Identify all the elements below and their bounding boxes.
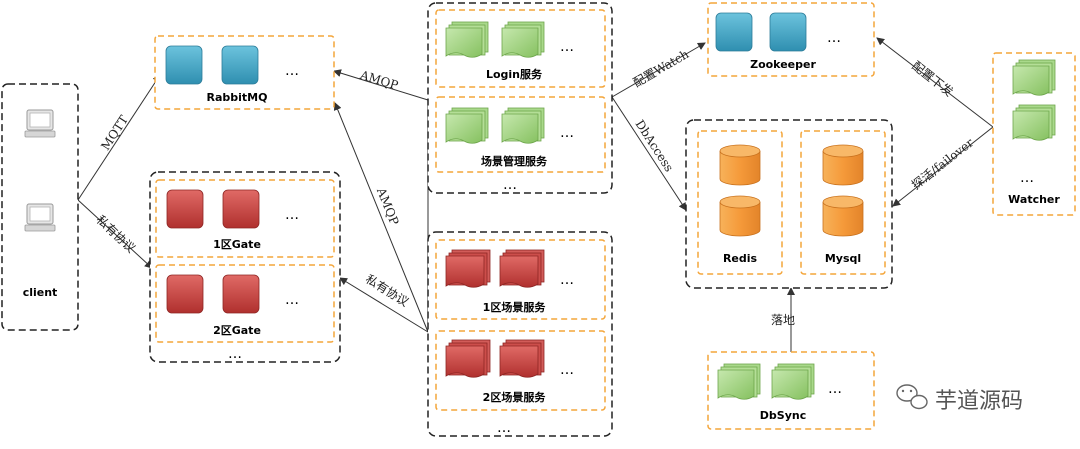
computer-icon: [24, 109, 56, 138]
service-icon: [445, 21, 489, 58]
storage-group: Redis Mysql: [685, 119, 893, 289]
redis-db-icon: [719, 195, 761, 237]
service-icon: [445, 107, 489, 144]
mysql-label: Mysql: [825, 252, 861, 265]
label-dbaccess: DbAccess: [632, 117, 676, 174]
ellipsis: …: [1020, 170, 1036, 186]
label-config-push: 配置下发: [909, 58, 956, 99]
scene-group: … 1区场景服务 … 2区场景服务 …: [427, 231, 613, 437]
login-group: … Login服务 … 场景管理服务 …: [427, 2, 613, 194]
edge-config-push: [876, 37, 994, 128]
label-amqp-diag: AMQP: [374, 185, 402, 227]
gate1-label: 1区Gate: [213, 238, 261, 251]
computer-icon: [24, 203, 56, 232]
queue-icon: [165, 45, 203, 85]
ellipsis: …: [560, 125, 576, 141]
ellipsis: …: [828, 381, 844, 397]
service-icon: [501, 21, 545, 58]
rabbitmq-label: RabbitMQ: [207, 91, 268, 104]
zookeeper-node: … Zookeeper: [707, 2, 875, 77]
scene-service-icon: [499, 249, 545, 288]
watermark-text: 芋道源码: [935, 389, 1023, 414]
gate-group: … 1区Gate … 2区Gate …: [149, 171, 341, 363]
scene-service-icon: [499, 339, 545, 378]
scene-mgr-label: 场景管理服务: [481, 154, 548, 168]
scene2-label: 2区场景服务: [483, 390, 547, 404]
edge-private-scene: [339, 277, 429, 333]
ellipsis: …: [497, 420, 513, 436]
redis-label: Redis: [723, 252, 758, 265]
scene-service-icon: [445, 339, 491, 378]
scene1-label: 1区场景服务: [483, 300, 547, 314]
watcher-label: Watcher: [1008, 193, 1060, 206]
label-config-watch: 配置Watch: [631, 47, 692, 90]
mysql-db-icon: [822, 195, 864, 237]
zk-node-icon: [769, 12, 807, 52]
ellipsis: …: [285, 207, 301, 223]
zookeeper-label: Zookeeper: [750, 58, 816, 71]
ellipsis: …: [228, 346, 244, 362]
ellipsis: …: [827, 30, 843, 46]
queue-icon: [221, 45, 259, 85]
edge-private-client: [77, 199, 153, 269]
service-icon: [501, 107, 545, 144]
gate2-label: 2区Gate: [213, 324, 261, 337]
scene-service-icon: [445, 249, 491, 288]
mysql-db-icon: [822, 144, 864, 186]
gate-icon: [166, 274, 204, 314]
dbsync-icon: [717, 363, 761, 400]
edge-amqp-top: [333, 69, 429, 101]
ellipsis: …: [560, 272, 576, 288]
watcher-icon: [1012, 59, 1056, 96]
gate-icon: [166, 189, 204, 229]
client-node: client: [1, 83, 79, 331]
ellipsis: …: [285, 63, 301, 79]
edge-dbaccess: [611, 96, 687, 211]
label-persist: 落地: [771, 313, 795, 327]
redis-db-icon: [719, 144, 761, 186]
edge-probe-failover: [892, 126, 994, 207]
login-label: Login服务: [486, 67, 543, 81]
ellipsis: …: [285, 292, 301, 308]
rabbitmq-node: … RabbitMQ: [154, 35, 335, 110]
label-amqp-top: AMQP: [358, 68, 400, 93]
edge-amqp-diag: [333, 102, 429, 333]
wechat-icon: [896, 384, 928, 410]
ellipsis: …: [503, 177, 519, 193]
zk-node-icon: [715, 12, 753, 52]
label-mqtt: MQTT: [98, 113, 131, 153]
watcher-node: … Watcher: [992, 52, 1076, 216]
dbsync-node: … DbSync: [707, 351, 875, 430]
client-label: client: [23, 286, 58, 299]
edge-config-watch: [611, 42, 706, 98]
ellipsis: …: [560, 39, 576, 55]
dbsync-icon: [771, 363, 815, 400]
label-private-scene: 私有协议: [363, 271, 412, 309]
label-probe-failover: 探活/failover: [909, 135, 976, 192]
edge-mqtt: [77, 74, 161, 201]
label-private-client: 私有协议: [93, 212, 138, 256]
gate-icon: [222, 189, 260, 229]
ellipsis: …: [560, 362, 576, 378]
gate-icon: [222, 274, 260, 314]
watermark: 芋道源码: [896, 384, 1023, 414]
dbsync-label: DbSync: [760, 409, 806, 422]
watcher-icon: [1012, 104, 1056, 141]
